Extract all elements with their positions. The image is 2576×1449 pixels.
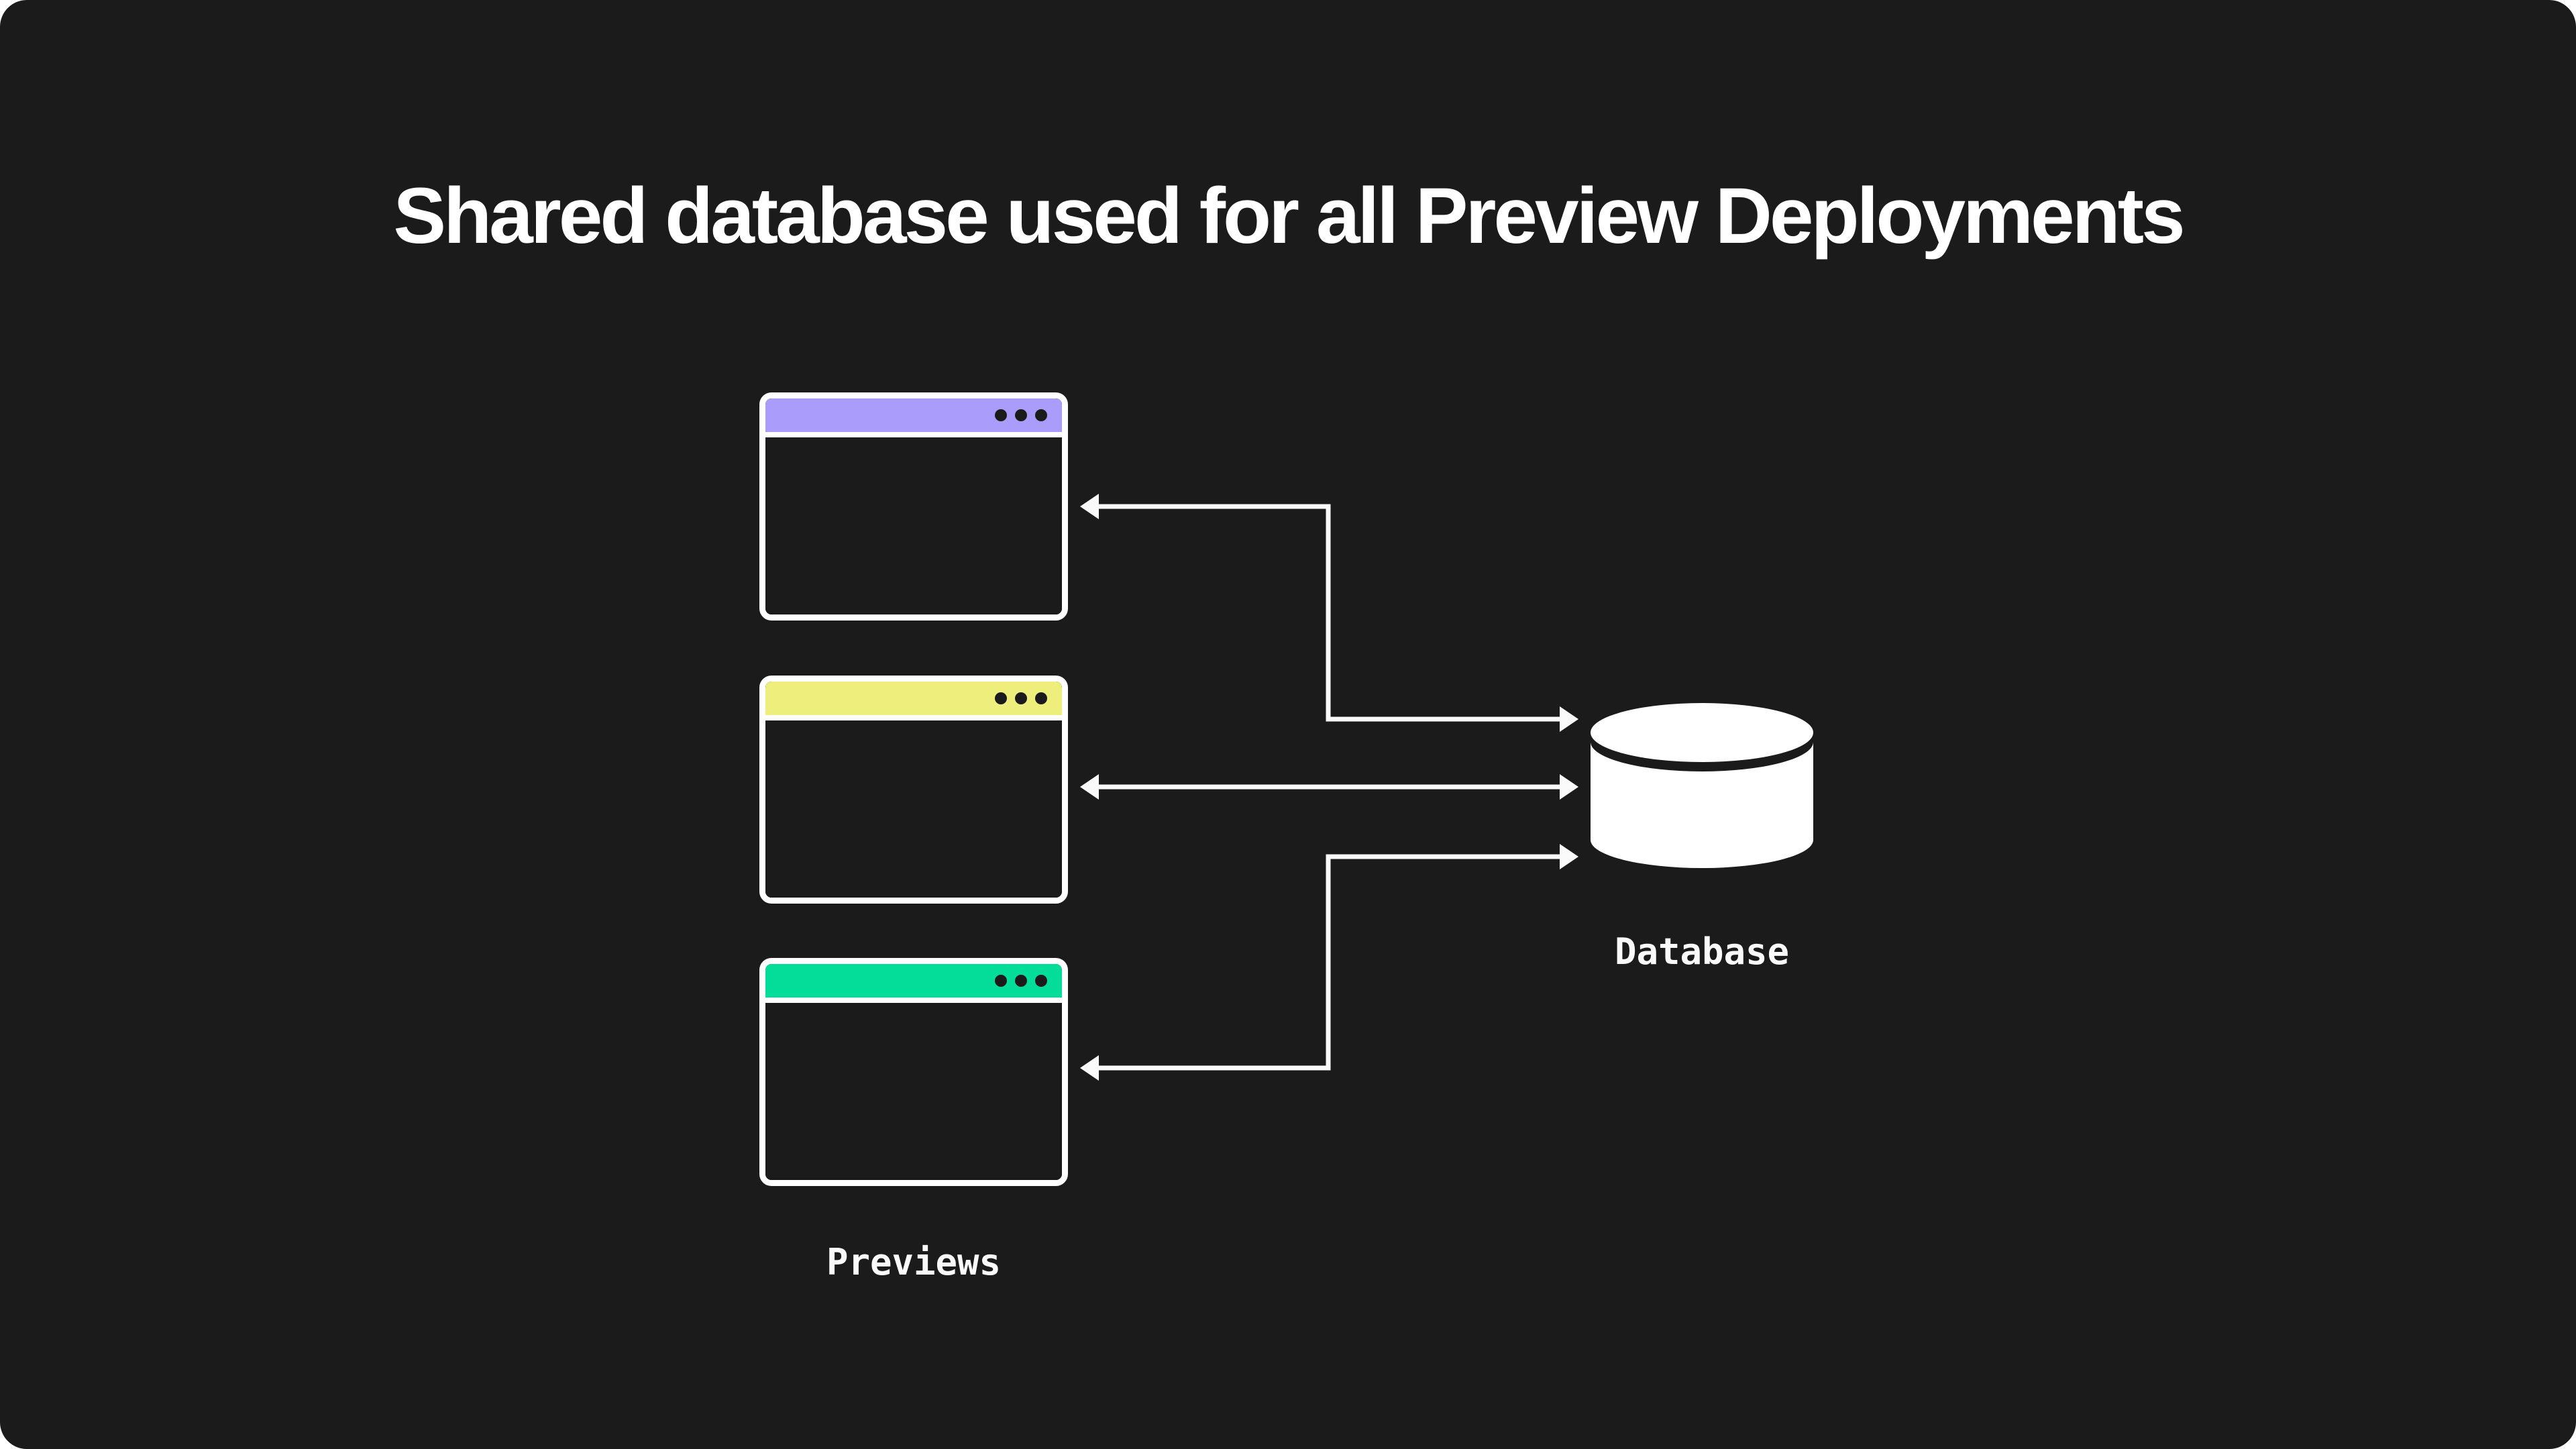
window-dot-icon: [995, 692, 1007, 704]
window-dot-icon: [1015, 409, 1027, 421]
page-title: Shared database used for all Preview Dep…: [393, 172, 2185, 260]
connector-window3-database: [1080, 844, 1578, 1081]
previews-label: Previews: [826, 1241, 1002, 1283]
window-dot-icon: [1035, 975, 1047, 987]
arrow-right-icon: [1560, 706, 1578, 732]
preview-window-1-titlebar: [765, 398, 1062, 437]
window-dot-icon: [1015, 975, 1027, 987]
preview-window-3-body: [765, 1003, 1062, 1180]
database-cylinder-icon: [1591, 703, 1813, 868]
arrow-right-icon: [1560, 774, 1578, 800]
window-dot-icon: [1015, 692, 1027, 704]
connector-window1-database: [1080, 494, 1578, 732]
preview-window-2: [759, 676, 1068, 904]
window-dot-icon: [1035, 409, 1047, 421]
window-dot-icon: [995, 975, 1007, 987]
arrow-right-icon: [1560, 844, 1578, 869]
connector-window2-database: [1080, 774, 1578, 800]
preview-window-1-body: [765, 437, 1062, 614]
preview-window-3: [759, 958, 1068, 1186]
arrow-left-icon: [1080, 774, 1099, 800]
preview-window-1: [759, 392, 1068, 621]
arrow-left-icon: [1080, 1055, 1099, 1081]
database-label: Database: [1614, 930, 1790, 973]
preview-window-2-body: [765, 720, 1062, 898]
preview-window-2-titlebar: [765, 682, 1062, 720]
arrow-left-icon: [1080, 494, 1099, 519]
preview-window-3-titlebar: [765, 964, 1062, 1003]
window-dot-icon: [995, 409, 1007, 421]
window-dot-icon: [1035, 692, 1047, 704]
